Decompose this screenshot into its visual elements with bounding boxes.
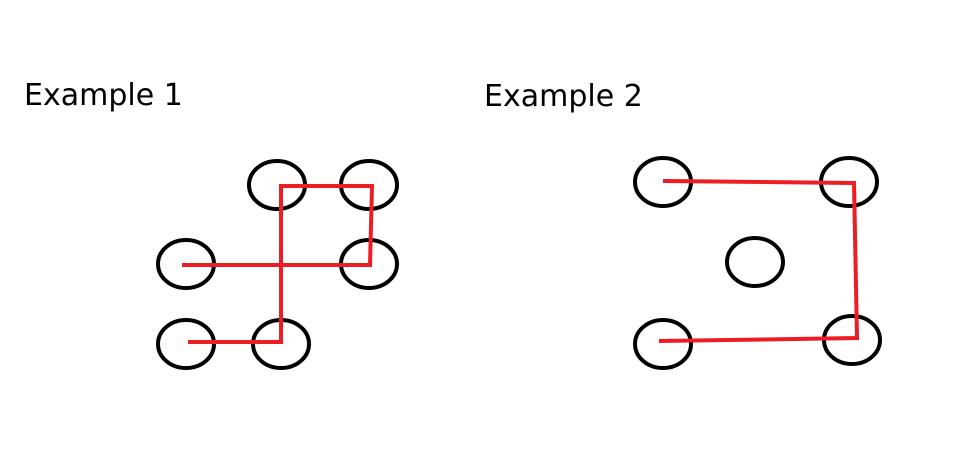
example-1-path — [182, 184, 375, 344]
example-1-title: Example 1 — [24, 78, 183, 113]
example-2-node-center — [725, 236, 785, 288]
example-2-path — [658, 178, 860, 344]
example-2-node-bottom-left — [633, 318, 693, 370]
example-2-title: Example 2 — [484, 79, 643, 114]
example-2: Example 2 — [484, 79, 882, 370]
example-1: Example 1 — [24, 78, 399, 370]
